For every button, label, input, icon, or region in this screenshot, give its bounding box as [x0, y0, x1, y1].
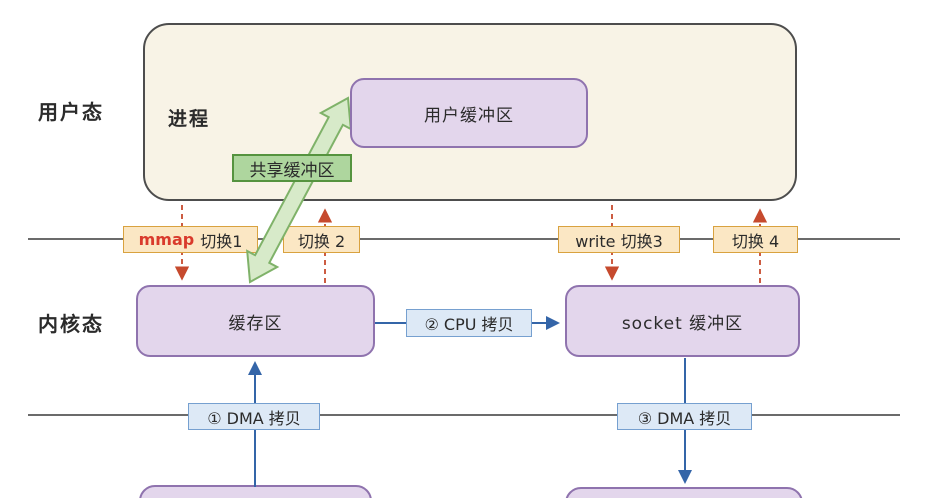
shared-buffer-label: 共享缓冲区 — [249, 160, 335, 181]
nic-box-partial — [565, 487, 803, 498]
process-label: 进程 — [168, 108, 211, 130]
switch4-text: 切换 4 — [731, 231, 780, 251]
dma-copy-3-label: ③ DMA 拷贝 — [617, 403, 752, 430]
switch2-text: 切换 2 — [297, 231, 346, 251]
switch4-label: 切换 4 — [713, 226, 798, 253]
switch3-text: write 切换3 — [575, 231, 663, 251]
switch1-label: mmap 切换1 — [123, 226, 258, 253]
switch1-text: 切换1 — [200, 231, 243, 251]
user-mode-label: 用户态 — [38, 100, 104, 124]
shared-buffer-tag: 共享缓冲区 — [232, 154, 352, 182]
kernel-mode-label: 内核态 — [38, 312, 104, 336]
dma-copy-1-label: ① DMA 拷贝 — [188, 403, 320, 430]
kernel-buffer-label: 缓存区 — [228, 313, 283, 334]
socket-buffer-box: socket 缓冲区 — [565, 285, 800, 357]
dma-copy-1-text: ① DMA 拷贝 — [207, 408, 301, 428]
user-buffer-box: 用户缓冲区 — [350, 78, 588, 148]
mmap-call-text: mmap — [138, 230, 195, 249]
socket-buffer-label: socket 缓冲区 — [621, 313, 744, 334]
dma-copy-3-text: ③ DMA 拷贝 — [637, 408, 732, 428]
cpu-copy-label: ② CPU 拷贝 — [406, 309, 532, 337]
user-buffer-label: 用户缓冲区 — [424, 105, 514, 126]
kernel-buffer-box: 缓存区 — [136, 285, 375, 357]
disk-box-partial — [139, 485, 372, 498]
cpu-copy-text: ② CPU 拷贝 — [424, 315, 514, 334]
switch3-label: write 切换3 — [558, 226, 680, 253]
switch2-label: 切换 2 — [283, 226, 360, 253]
